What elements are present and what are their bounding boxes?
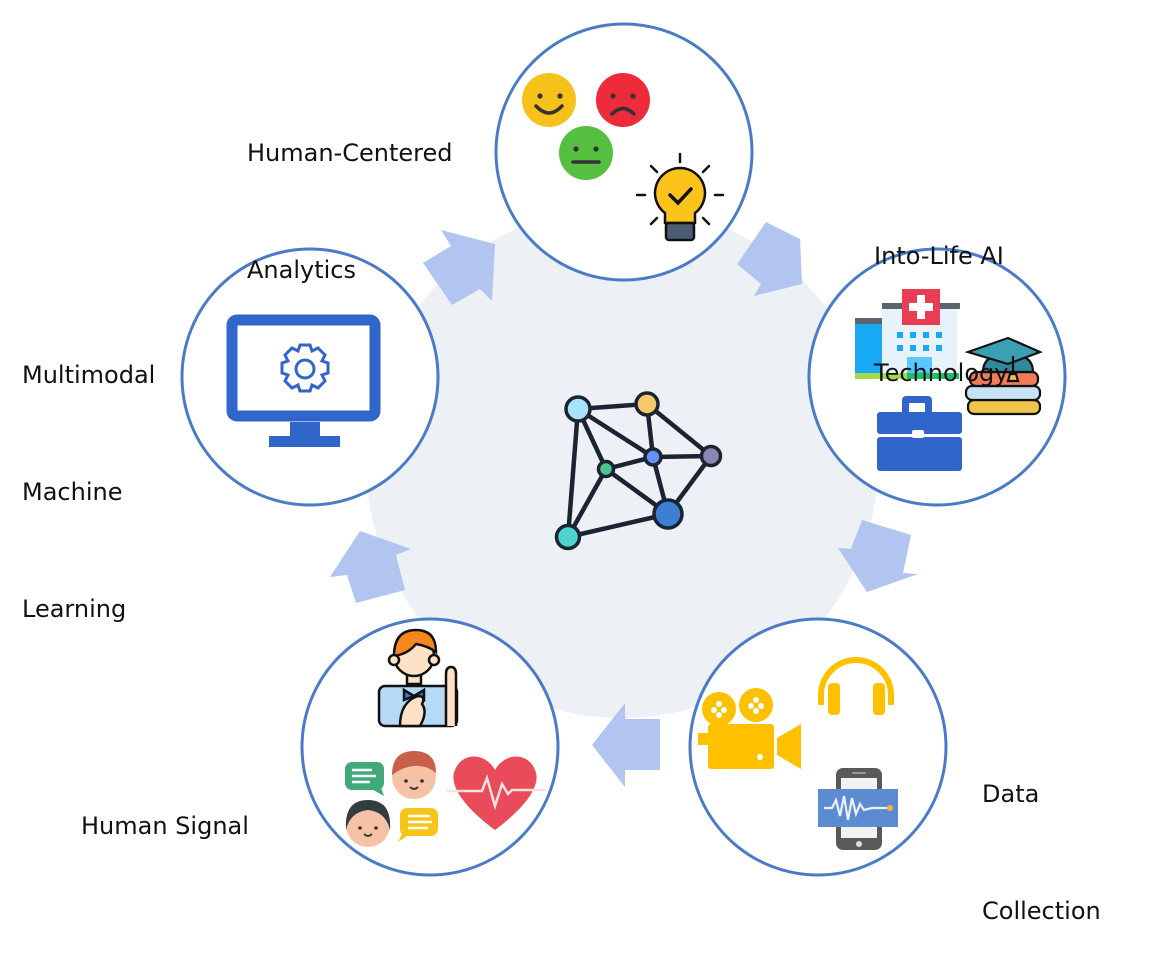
hub-background	[366, 206, 878, 718]
cycle-diagram	[180, 22, 1067, 877]
label-line: Technology	[874, 359, 1009, 387]
network-node	[652, 498, 684, 530]
arrow-ml-to-analytics	[423, 230, 495, 305]
stage-label-ml: Multimodal Machine Learning	[22, 278, 155, 668]
label-line: Analytics	[247, 256, 356, 284]
label-line: Collection	[982, 897, 1101, 925]
network-graph-icon	[554, 391, 723, 551]
network-node	[554, 523, 582, 551]
label-line: Multimodal	[22, 361, 156, 389]
stage-label-data-collection: Data Collection	[982, 697, 1101, 970]
headphones-icon	[818, 657, 894, 715]
stage-label-human-signal: Human Signal	[81, 729, 249, 885]
stage-label-analytics: Human-Centered Analytics	[247, 56, 452, 329]
stage-circle-analytics[interactable]	[494, 22, 754, 282]
label-line: Machine	[22, 478, 123, 506]
hospital-icon	[855, 289, 960, 379]
network-node	[634, 391, 660, 417]
label-line: Human-Centered	[247, 139, 453, 167]
label-line: Human Signal	[81, 812, 249, 840]
stage-label-technology: Into-Life AI Technology	[874, 159, 1008, 432]
video-camera-icon	[698, 688, 801, 769]
label-line: Into-Life AI	[874, 242, 1004, 270]
network-node	[596, 459, 616, 479]
graduation-books-icon	[964, 336, 1043, 416]
neutral-face-icon	[559, 126, 613, 180]
lightbulb-check-icon	[635, 152, 725, 242]
phone-waveform-icon	[818, 768, 898, 850]
arrow-tech-to-data	[838, 520, 918, 592]
briefcase-icon	[877, 396, 962, 471]
happy-face-icon	[522, 73, 576, 127]
sad-face-icon	[596, 73, 650, 127]
network-node	[643, 447, 663, 467]
arrow-analytics-to-tech	[737, 222, 802, 296]
label-line: Data	[982, 780, 1040, 808]
arrow-signal-to-ml	[330, 531, 411, 603]
person-gesture-icon	[377, 628, 459, 728]
arrow-data-to-signal	[592, 703, 660, 787]
chat-people-icon	[345, 751, 438, 847]
monitor-gear-icon	[226, 314, 381, 447]
network-node	[564, 395, 592, 423]
label-line: Learning	[22, 595, 127, 623]
network-node	[699, 444, 723, 468]
heart-rate-icon	[447, 756, 545, 830]
